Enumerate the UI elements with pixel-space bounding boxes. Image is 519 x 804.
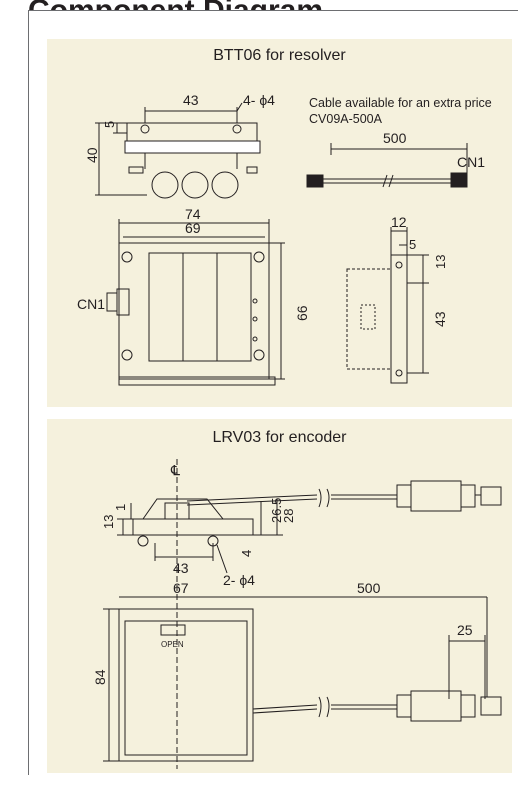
lrv03-drawing: ℄ 1 13 26.5 28 43 4 2- ϕ4 (92, 459, 502, 769)
lrv03-centerline: ℄ (170, 462, 180, 478)
btt06-dim-13: 13 (433, 255, 448, 269)
lrv03-dim-28: 28 (281, 509, 296, 523)
btt06-cn1-left: CN1 (77, 296, 105, 312)
lrv03-dim-43: 43 (173, 560, 189, 576)
lrv03-side-view (117, 459, 502, 769)
lrv03-open-label: OPEN (161, 640, 184, 649)
lrv03-dim-25: 25 (457, 622, 473, 638)
lrv03-dim-hole: 2- ϕ4 (223, 572, 255, 588)
btt06-cable (306, 143, 468, 188)
lrv03-dim-26-5: 26.5 (269, 498, 284, 523)
lrv03-dim-4: 4 (239, 550, 254, 557)
btt06-cable-note-2: CV09A-500A (309, 112, 383, 126)
btt06-dim-69: 69 (185, 220, 201, 236)
btt06-panel: BTT06 for resolver (47, 39, 512, 407)
btt06-cable-note-1: Cable available for an extra price (309, 96, 492, 110)
lrv03-front-view (103, 596, 502, 762)
diagram-frame: BTT06 for resolver (28, 10, 518, 775)
lrv03-dim-84: 84 (92, 669, 108, 685)
lrv03-dim-500: 500 (357, 580, 381, 596)
lrv03-title: LRV03 for encoder (212, 429, 347, 446)
lrv03-dim-1: 1 (113, 504, 128, 511)
btt06-top-view (95, 102, 261, 199)
btt06-dim-74: 74 (185, 206, 201, 222)
btt06-dim-side-43: 43 (432, 311, 448, 327)
btt06-cn1-right: CN1 (457, 154, 485, 170)
btt06-drawing: 43 4- ϕ4 5 40 Cable available for an ext… (77, 92, 492, 386)
btt06-dim-hole: 4- ϕ4 (243, 92, 275, 108)
btt06-title: BTT06 for resolver (213, 47, 346, 64)
btt06-dim-side-5: 5 (409, 237, 416, 252)
btt06-dim-43: 43 (183, 92, 199, 108)
btt06-dim-5: 5 (102, 121, 117, 128)
btt06-dim-500: 500 (383, 130, 407, 146)
btt06-dim-12: 12 (391, 214, 407, 230)
lrv03-dim-13: 13 (101, 515, 116, 529)
btt06-dim-40: 40 (84, 147, 100, 163)
btt06-front-view (106, 219, 285, 386)
lrv03-dim-67: 67 (173, 580, 189, 596)
btt06-dim-66: 66 (294, 305, 310, 321)
btt06-side-view (346, 227, 429, 384)
lrv03-panel: LRV03 for encoder (47, 419, 512, 773)
